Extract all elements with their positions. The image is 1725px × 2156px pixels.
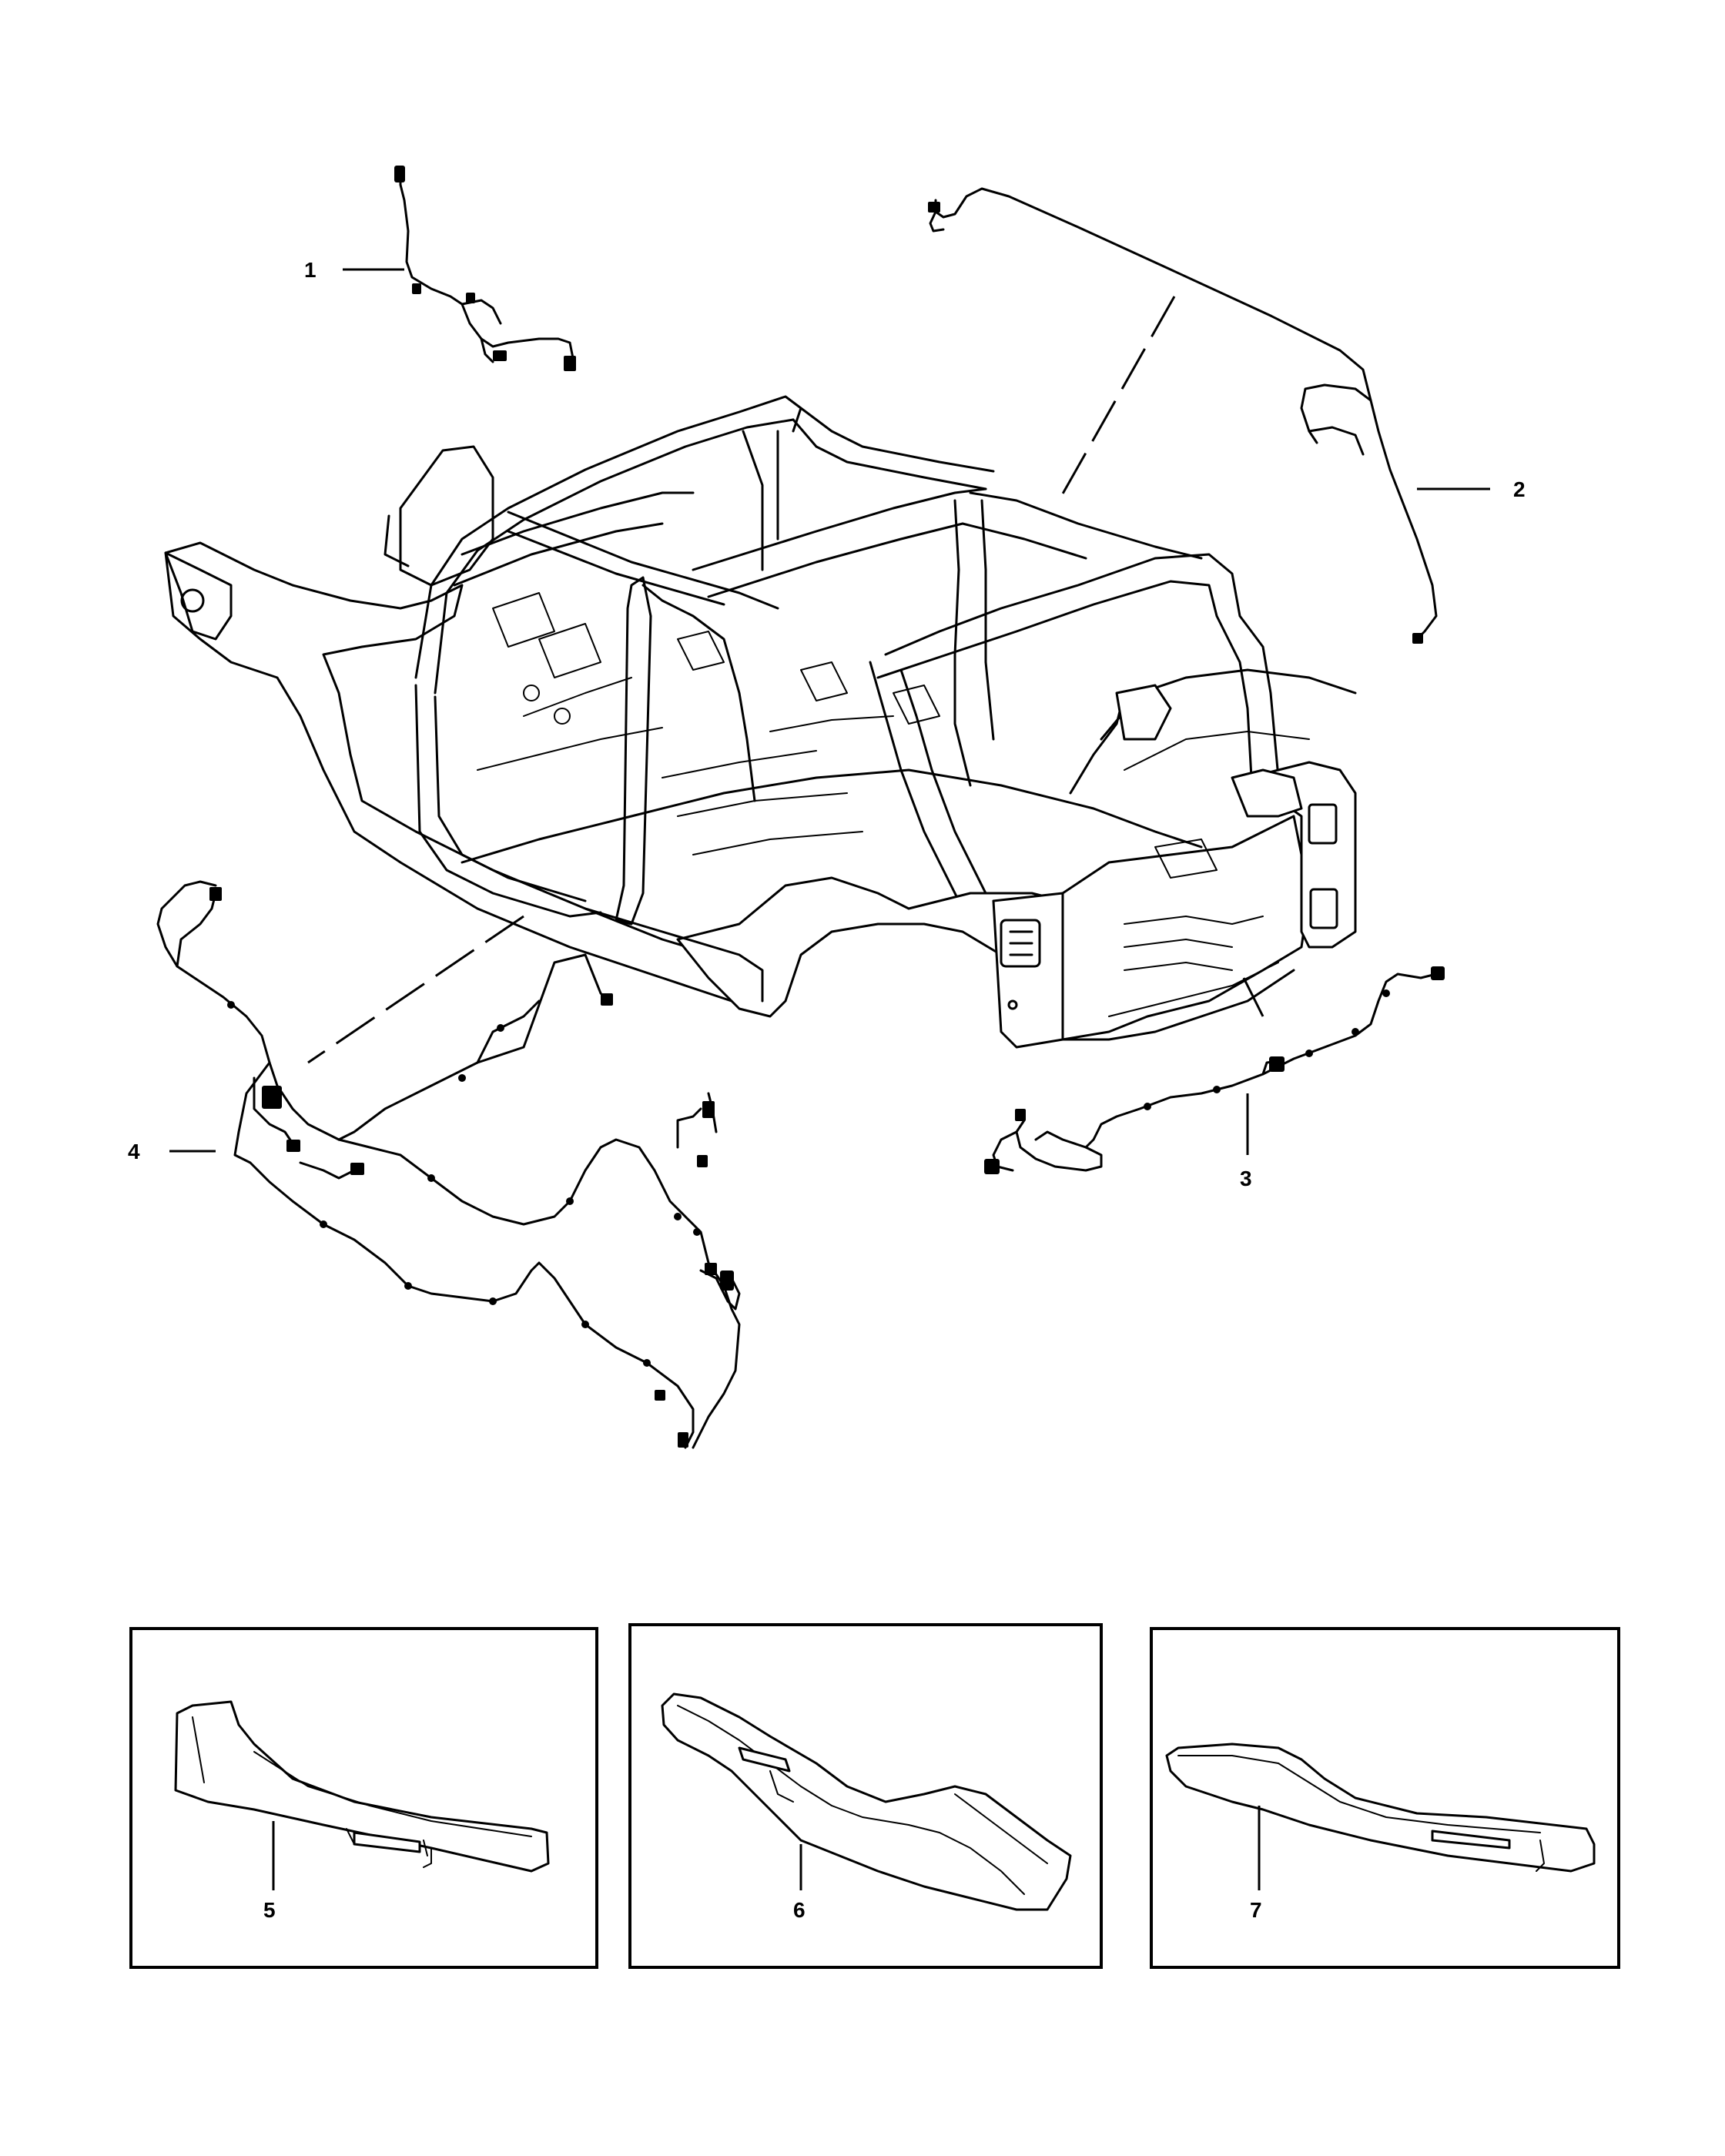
callout-1: 1 bbox=[304, 258, 404, 282]
callout-3: 3 bbox=[1240, 1093, 1252, 1190]
callout-label-6: 6 bbox=[793, 1898, 806, 1922]
callout-label-5: 5 bbox=[263, 1898, 276, 1922]
wiring-harness-1 bbox=[394, 166, 576, 371]
callout-label-3: 3 bbox=[1240, 1167, 1252, 1190]
callout-label-7: 7 bbox=[1250, 1898, 1262, 1922]
body-shell bbox=[164, 395, 1357, 1049]
callout-4: 4 bbox=[128, 1140, 216, 1163]
panel-7: 7 bbox=[1150, 1627, 1620, 1969]
panel-6: 6 bbox=[628, 1623, 1103, 1969]
callout-label-4: 4 bbox=[128, 1140, 140, 1163]
callout-label-2: 2 bbox=[1513, 477, 1526, 501]
panel-5: 5 bbox=[129, 1627, 598, 1969]
wiring-harness-3 bbox=[984, 966, 1445, 1174]
assembly-lines bbox=[307, 296, 1264, 1064]
callout-label-1: 1 bbox=[304, 258, 317, 282]
callout-2: 2 bbox=[1417, 477, 1526, 501]
wiring-harness-4 bbox=[156, 880, 741, 1449]
wiring-harness-2 bbox=[928, 187, 1438, 644]
